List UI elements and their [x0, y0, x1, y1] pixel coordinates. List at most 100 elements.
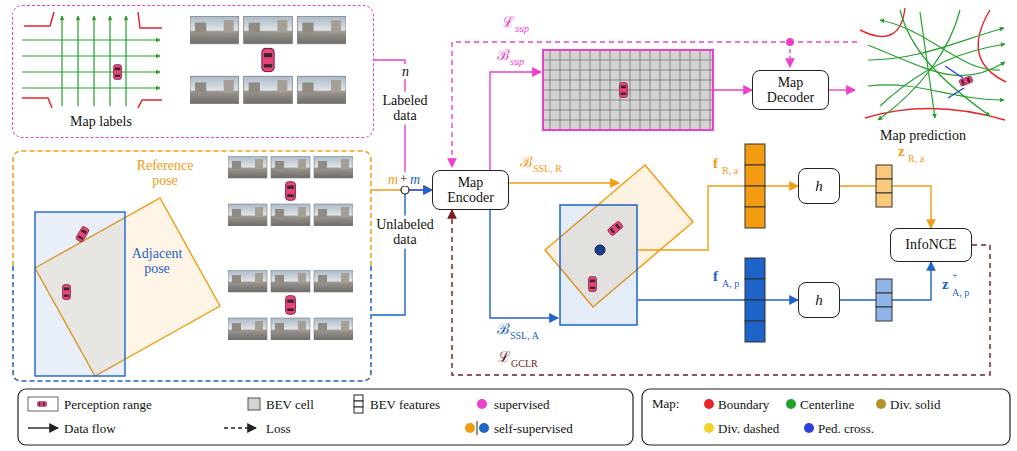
annotation: R, a — [722, 165, 738, 176]
connector-line — [374, 60, 432, 190]
pose-regions — [35, 198, 220, 376]
dashed-frame — [12, 150, 372, 382]
ssl-bev-regions — [545, 165, 693, 325]
legend-label: Div. dashed — [718, 421, 779, 436]
connector-line — [509, 182, 619, 183]
bev-grid — [543, 50, 713, 130]
map-prediction-figure — [868, 10, 1005, 120]
annotation: + — [399, 172, 408, 186]
map-prediction-figure — [959, 75, 974, 86]
legend-swatch — [704, 399, 714, 409]
legend-swatches — [354, 407, 363, 413]
legend-swatches — [248, 398, 260, 410]
annotation: Map: — [652, 397, 679, 411]
annotation: z — [898, 143, 905, 160]
ssl-bev-regions — [595, 245, 605, 255]
legend-frame — [642, 389, 1010, 445]
process-box: InfoNCE — [890, 228, 972, 262]
legend-swatches — [28, 397, 58, 411]
feature-bars — [876, 307, 892, 321]
map-labels-figure — [22, 71, 160, 72]
legend-label: Perception range — [64, 397, 152, 412]
pose-regions — [63, 284, 71, 299]
feature-bars — [745, 165, 765, 186]
annotation: ℬ — [497, 321, 510, 338]
map-prediction-figure — [878, 10, 960, 120]
annotation: ℒ — [502, 14, 515, 31]
annotation: GCLR — [511, 358, 538, 369]
legend-label: BEV features — [370, 397, 440, 412]
annotation: n — [401, 64, 410, 79]
legend-label: BEV cell — [266, 397, 314, 412]
group-frame: Map labels — [12, 5, 374, 138]
annotation: z — [942, 276, 949, 293]
map-labels-figure — [22, 87, 160, 88]
annotation: R, a — [908, 153, 924, 164]
ssl-bev-regions — [560, 205, 637, 325]
legend-swatches — [477, 421, 478, 435]
map-labels-figure — [61, 16, 62, 106]
legend-label: Div. solid — [890, 397, 940, 412]
process-box: h — [798, 168, 840, 204]
annotation: A, p — [722, 278, 739, 289]
map-prediction-figure — [860, 8, 1006, 120]
annotation: m — [387, 172, 399, 187]
legend-swatches — [465, 423, 475, 433]
annotation: f — [713, 155, 718, 172]
connector-line — [372, 190, 432, 315]
process-box: Map Decoder — [752, 70, 829, 110]
map-labels-figure — [22, 55, 160, 56]
supervised-loss — [452, 42, 857, 167]
pose-regions — [35, 212, 125, 376]
process-box: h — [798, 282, 840, 318]
camera-images — [190, 16, 353, 340]
map-prediction-figure — [868, 45, 1005, 76]
legend-swatches — [37, 402, 46, 407]
legend-swatches — [479, 423, 489, 433]
feature-bars — [876, 165, 892, 179]
map-labels-figure — [77, 16, 78, 106]
map-prediction-figure — [860, 8, 905, 36]
ssl-bev-regions — [607, 220, 624, 236]
annotation: sup — [515, 23, 529, 34]
feature-bars — [745, 321, 765, 342]
connector-line — [713, 89, 752, 90]
feature-bars — [745, 186, 765, 207]
legend-swatch — [876, 399, 886, 409]
annotation: Map prediction — [880, 128, 966, 143]
group-frame: Reference poseAdjacent pose — [12, 150, 372, 382]
map-labels-figure — [22, 16, 160, 106]
legend-swatch — [477, 399, 487, 409]
annotation: ℬ — [520, 154, 533, 171]
legend-frame — [18, 389, 633, 445]
node-label: Adjacent pose — [128, 246, 186, 277]
connector — [374, 60, 432, 190]
annotation: f — [713, 268, 718, 285]
legend-frame — [18, 389, 1010, 445]
legend-swatch — [704, 423, 714, 433]
edge-label: Unlabeled data — [373, 216, 437, 249]
supervised-loss — [827, 89, 855, 90]
legend-label: self-supervised — [494, 421, 573, 436]
camera-images — [190, 16, 346, 103]
map-labels-figure — [114, 64, 122, 79]
camera-images — [228, 270, 353, 340]
node-label: Reference pose — [128, 158, 202, 189]
legend-swatches — [28, 427, 58, 428]
map-prediction-figure — [860, 8, 1006, 120]
legend-swatches — [354, 401, 363, 407]
legend-swatch — [804, 423, 814, 433]
connector-line — [638, 299, 798, 300]
node-label: Map labels — [51, 114, 151, 129]
legend-label: Centerline — [800, 397, 854, 412]
bev-grid — [620, 82, 628, 97]
annotation: A, p — [952, 287, 969, 298]
feature-bars — [745, 279, 765, 300]
supervised-loss — [786, 38, 794, 46]
pose-regions — [35, 198, 220, 376]
supervised-loss — [452, 38, 857, 167]
junction — [372, 189, 405, 190]
node-label: InfoNCE — [905, 237, 956, 252]
